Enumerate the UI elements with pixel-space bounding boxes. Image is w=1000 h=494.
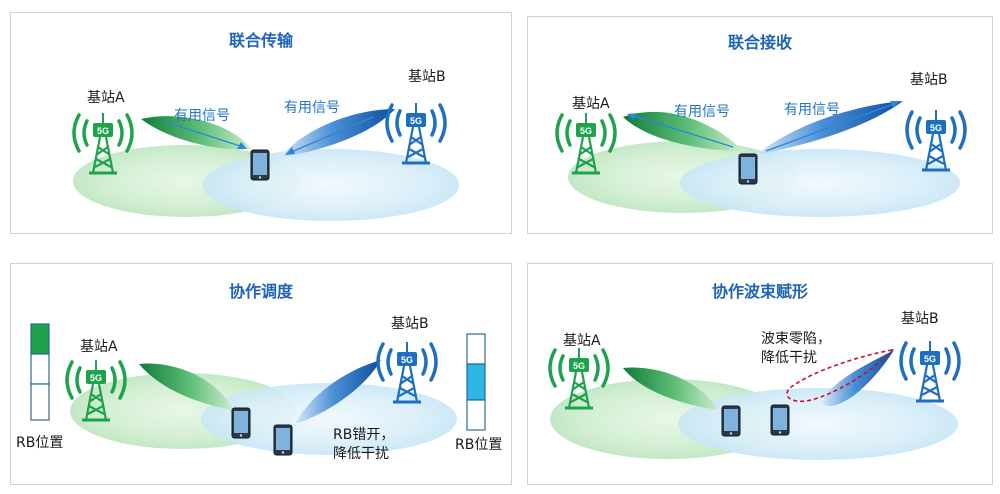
null-beam-outline [786,348,895,403]
diagram-joint-reception [555,101,967,217]
station-a-label: 基站A [563,333,601,349]
panel-coordinated-scheduling: 协作调度 基站A 基站B RB位置 RB位置 RB错开， 降低干扰 [10,263,512,485]
panel-joint-reception: 联合接收 基站A 基站B 有用信号 有用信号 [527,16,993,234]
signal-label-a: 有用信号 [174,108,230,124]
signal-label-a: 有用信号 [674,104,730,120]
rb-grid-right [466,333,486,431]
smartphone-icon [738,153,758,185]
cell-tower-icon [899,339,961,403]
panel-title: 协作波束赋形 [711,282,808,301]
signal-label-b: 有用信号 [284,100,340,116]
rb-position-label-left: RB位置 [16,435,64,451]
station-a-label: 基站A [80,339,118,355]
smartphone-icon [273,424,293,456]
null-steering-note: 波束零陷， 降低干扰 [761,330,831,368]
rb-position-label-right: RB位置 [455,437,503,453]
station-b-label: 基站B [901,311,939,327]
beam-b [822,350,894,406]
smartphone-icon [250,149,270,181]
smartphone-icon [721,405,741,437]
note-line: 降低干扰 [761,350,817,366]
note-line: 降低干扰 [333,446,389,462]
smartphone-icon [770,404,790,436]
note-line: RB错开， [333,427,395,443]
rb-grid-left [30,323,50,421]
signal-label-b: 有用信号 [784,102,840,118]
panel-title: 协作调度 [228,282,293,301]
cell-coverage-b [680,149,960,217]
diagram-joint-transmission [72,101,459,221]
station-b-label: 基站B [391,316,429,332]
diagram-coordinated-scheduling [30,323,486,456]
beam-a [623,367,718,410]
cell-coverage-b [678,388,958,460]
note-line: 波束零陷， [761,331,831,347]
interference-note: RB错开， 降低干扰 [333,426,394,464]
station-a-label: 基站A [572,96,610,112]
beam-a [139,363,233,410]
beam-b [281,109,395,157]
station-b-label: 基站B [910,72,948,88]
station-b-label: 基站B [408,69,446,85]
panel-coordinated-beamforming: 协作波束赋形 基站A 基站B 波束零陷， 降低干扰 [527,263,993,485]
panel-title: 联合传输 [228,31,293,50]
beam-b [295,360,381,424]
cell-coverage-b [203,149,459,221]
station-a-label: 基站A [87,90,125,106]
diagram-coordinated-beamforming [548,339,961,460]
panel-joint-transmission: 联合传输 基站A 基站B 有用信号 有用信号 [10,12,512,234]
smartphone-icon [231,407,251,439]
panel-title: 联合接收 [727,33,792,52]
